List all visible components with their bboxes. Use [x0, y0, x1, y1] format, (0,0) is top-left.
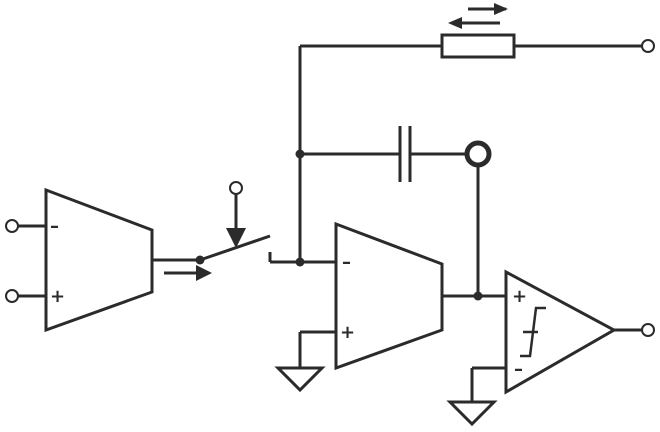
- integrator-minus-sign: –: [342, 252, 351, 273]
- ground-symbol-right: [446, 400, 498, 427]
- hold-capacitor: [398, 126, 412, 182]
- resistor-terminal[interactable]: [641, 39, 655, 53]
- adjust-arrow-left-head: [448, 17, 462, 29]
- comparator-minus-sign: –: [514, 359, 523, 380]
- input-minus-terminal[interactable]: [5, 219, 19, 233]
- adjust-arrow-right-head: [494, 3, 508, 15]
- integrator-plus-sign: +: [340, 322, 355, 343]
- comparator-body: [504, 269, 618, 395]
- ground-symbol-left: [274, 366, 326, 393]
- input-amplifier: – +: [44, 187, 154, 333]
- input-amplifier-plus-sign: +: [50, 286, 65, 307]
- integrator-op-amp: – +: [334, 221, 444, 371]
- integrator-body: [334, 221, 444, 371]
- switch-control-arrow: [226, 228, 246, 248]
- schmitt-comparator: + –: [504, 269, 618, 395]
- comparator-output-terminal[interactable]: [641, 323, 655, 337]
- input-amplifier-minus-sign: –: [50, 216, 59, 237]
- output-node: [473, 291, 483, 301]
- analog-switch: [199, 234, 272, 262]
- variable-resistor: [440, 3, 516, 59]
- comparator-plus-sign: +: [512, 286, 527, 307]
- input-plus-terminal[interactable]: [5, 289, 19, 303]
- signal-direction-arrow: [164, 265, 212, 281]
- resistor-body: [440, 33, 516, 59]
- switch-control-terminal[interactable]: [229, 181, 243, 195]
- switch-blade: [199, 234, 271, 262]
- capacitor-output-terminal[interactable]: [464, 140, 492, 168]
- input-amplifier-body: [44, 187, 154, 333]
